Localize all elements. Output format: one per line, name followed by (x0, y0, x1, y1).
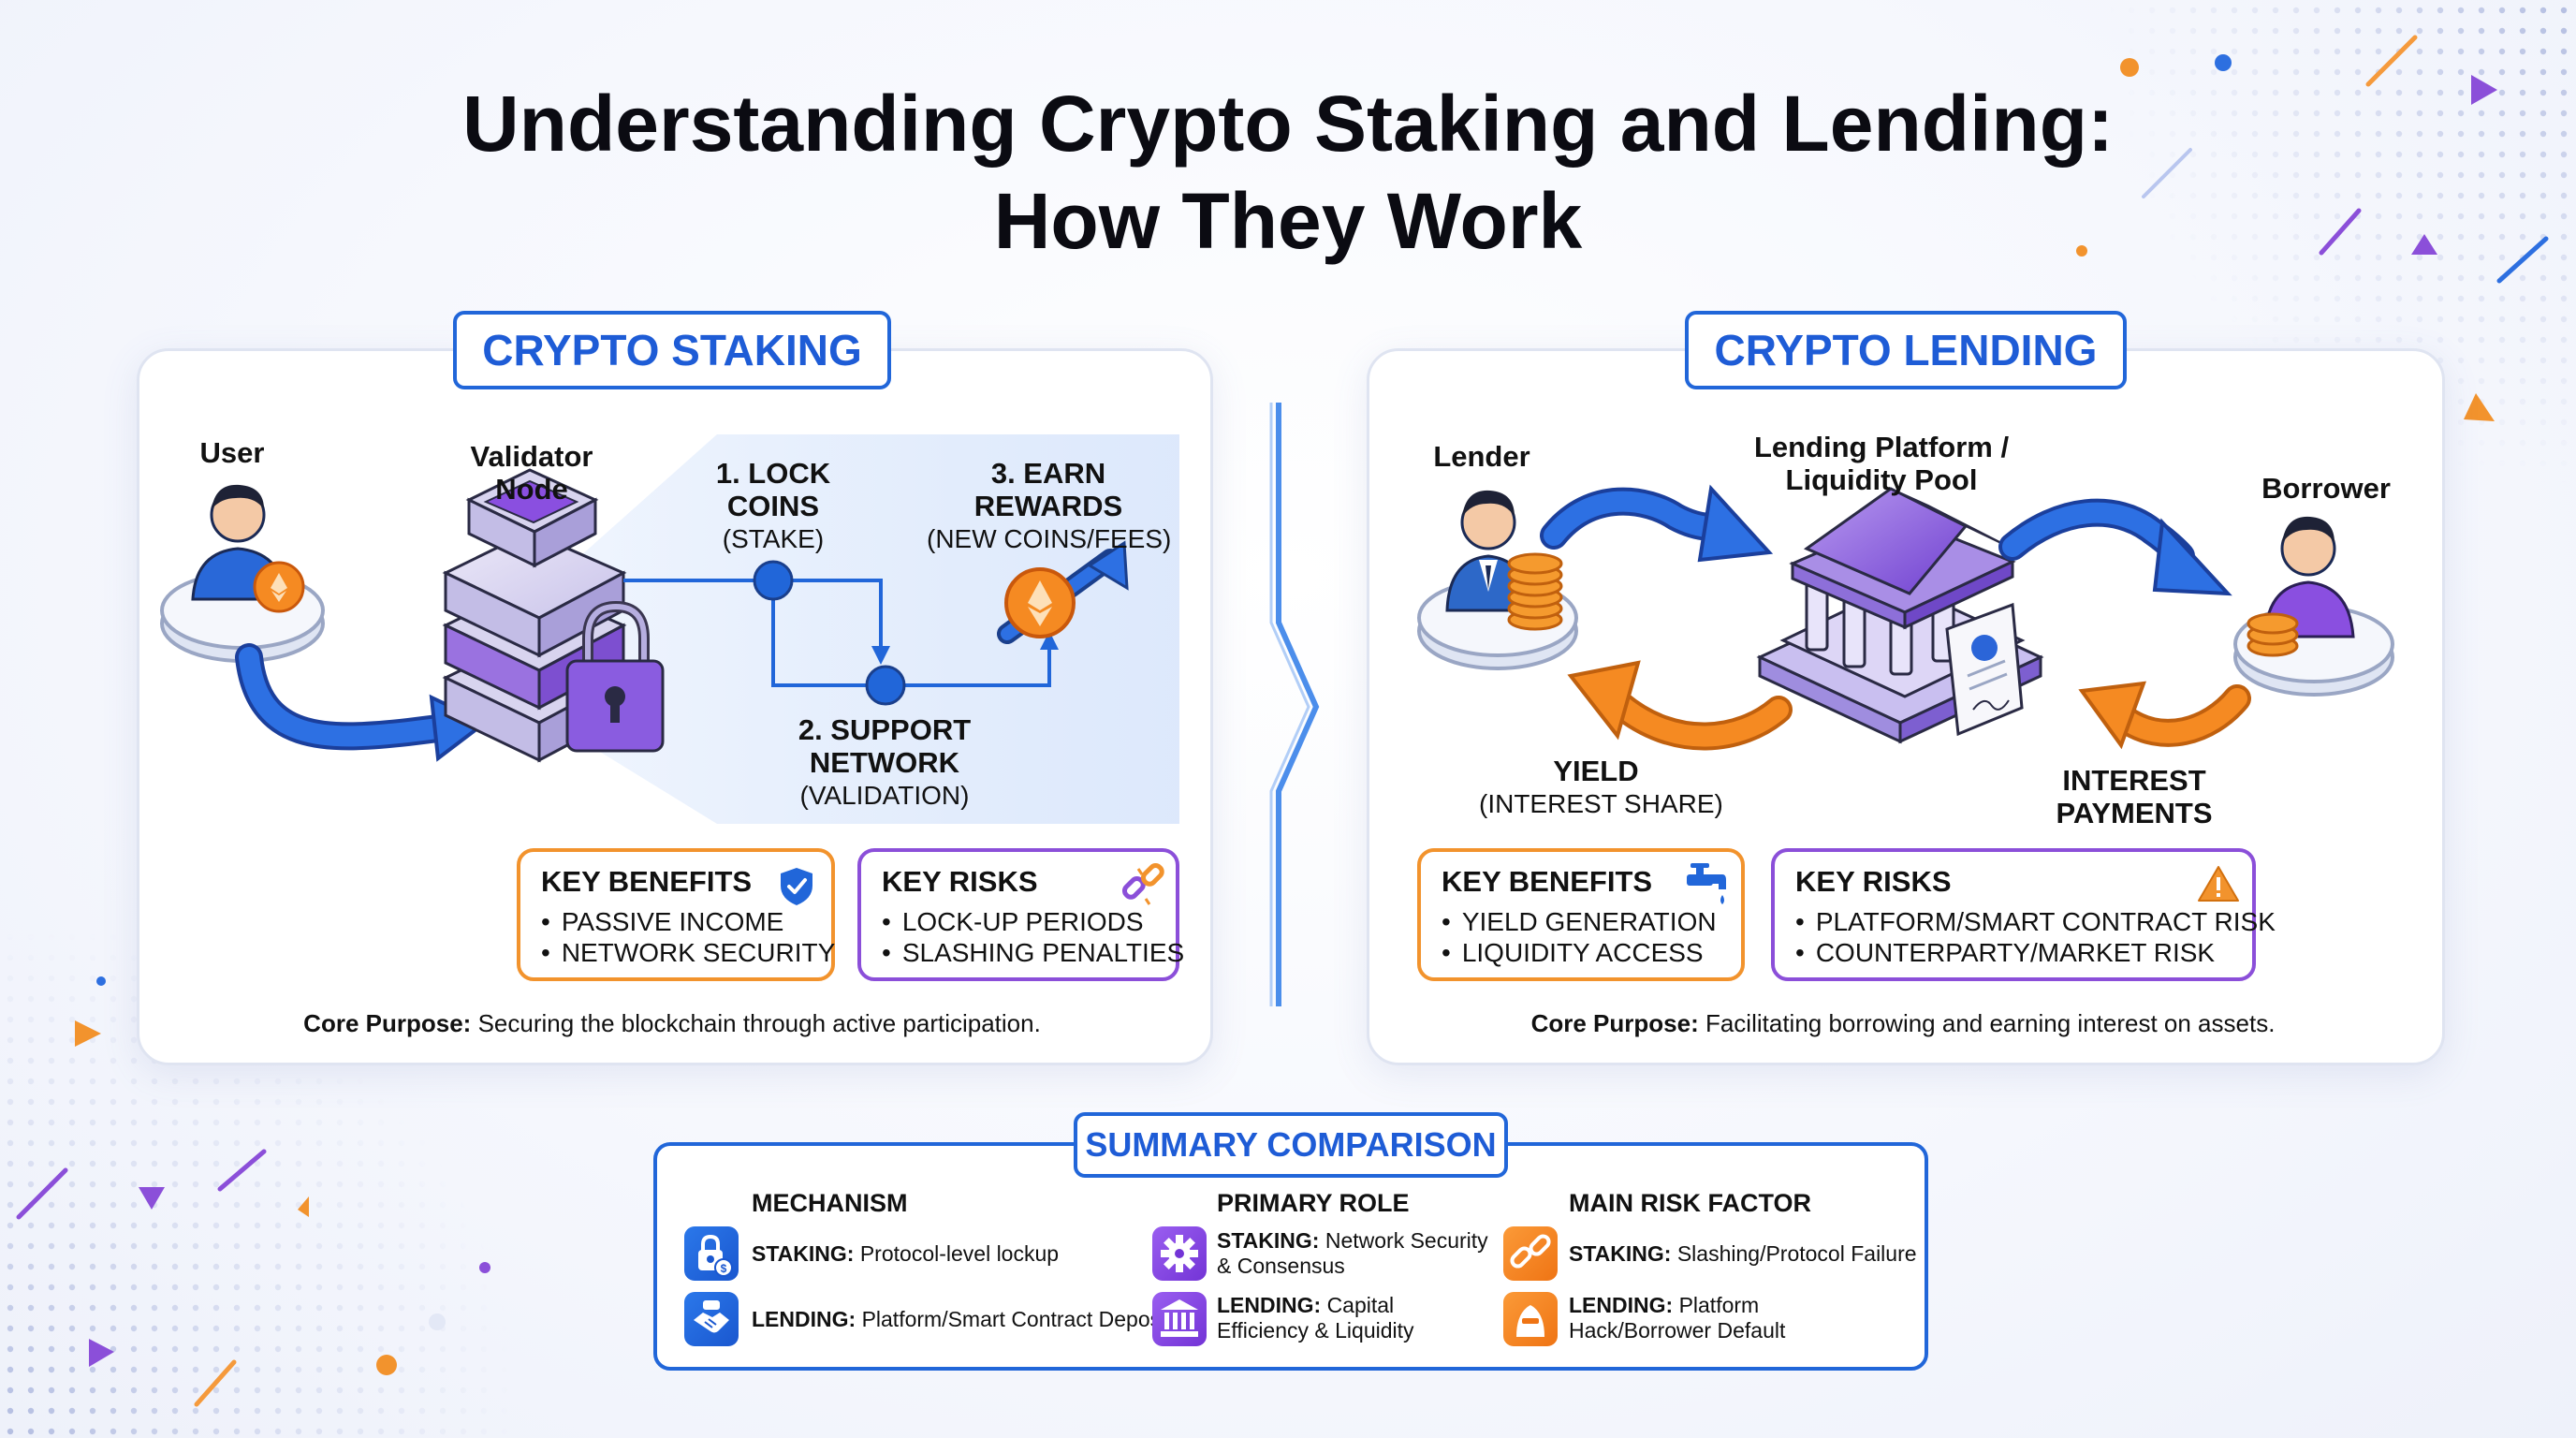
lending-risk-item: PLATFORM/SMART CONTRACT RISK (1795, 906, 2276, 937)
yield-arrow (1567, 660, 1793, 751)
lending-diagram (1417, 484, 2394, 751)
summary-heading-main-risk: MAIN RISK FACTOR (1569, 1189, 1812, 1217)
lending-core-purpose: Core Purpose: Facilitating borrowing and… (1530, 1009, 2276, 1037)
step-earn-rewards-label: 3. EARN REWARDS (NEW COINS/FEES) (927, 457, 1172, 553)
lending-benefits-box: KEY BENEFITS YIELD GENERATION LIQUIDITY … (1417, 848, 1745, 981)
lending-risks-box: KEY RISKS PLATFORM/SMART CONTRACT RISK C… (1771, 848, 2276, 981)
bank-icon (1152, 1292, 1207, 1346)
warning-triangle-icon (2198, 866, 2239, 902)
staking-risks-title: KEY RISKS (882, 865, 1038, 898)
page-title: Understanding Crypto Staking and Lending… (0, 75, 2576, 270)
staking-benefit-item: PASSIVE INCOME (541, 906, 835, 937)
padlock-coin-icon: $ (684, 1226, 739, 1281)
workflow-background (530, 434, 1179, 824)
validator-node-label: Validator Node (470, 440, 593, 506)
pool-to-borrower-arrow (1998, 498, 2232, 596)
lending-tag: CRYPTO LENDING (1685, 311, 2127, 389)
shield-check-icon (781, 868, 812, 905)
summary-heading-primary-role: PRIMARY ROLE (1217, 1189, 1410, 1217)
user-figure (160, 484, 325, 663)
lending-benefits-title: KEY BENEFITS (1442, 865, 1653, 898)
summary-risk-staking: STAKING: Slashing/Protocol Failure (1569, 1241, 1917, 1266)
lender-figure (1417, 490, 1578, 670)
staking-tag: CRYPTO STAKING (453, 311, 891, 389)
step-node-lock (753, 560, 794, 601)
borrower-figure (2233, 516, 2394, 697)
lending-risks-title: KEY RISKS (1795, 865, 1952, 898)
yield-label: YIELD (INTEREST SHARE) (1479, 755, 1723, 818)
summary-heading-mechanism: MECHANISM (752, 1189, 908, 1217)
lender-to-pool-arrow (1540, 484, 1774, 563)
broken-chain-icon (1503, 1226, 1558, 1281)
staking-benefits-title: KEY BENEFITS (541, 865, 753, 898)
lending-platform-label: Lending Platform / Liquidity Pool (1753, 431, 2010, 496)
interest-payments-arrow (2078, 681, 2251, 750)
contract-document-icon (1945, 602, 2024, 737)
reward-coin-icon (997, 540, 1129, 644)
lending-benefit-item: YIELD GENERATION (1442, 906, 1717, 937)
summary-mechanism-lending: LENDING: Platform/Smart Contract Deposit (752, 1307, 1172, 1331)
staking-diagram (160, 434, 1179, 824)
gear-icon (1152, 1226, 1207, 1281)
step-lock-coins-label: 1. LOCK COINS (STAKE) (715, 457, 831, 553)
staking-risks-box: KEY RISKS LOCK-UP PERIODS SLASHING PENAL… (857, 848, 1184, 981)
borrower-label: Borrower (2261, 472, 2391, 505)
summary-role-staking: STAKING: Network Security & Consensus (1217, 1228, 1488, 1278)
handshake-icon (684, 1292, 739, 1346)
step-node-support (865, 665, 906, 706)
faucet-icon (1687, 863, 1726, 904)
page-title-line-2: How They Work (993, 177, 1583, 265)
workflow-connectors (623, 579, 1051, 687)
broken-chain-icon (1121, 862, 1164, 905)
lending-benefit-item: LIQUIDITY ACCESS (1442, 937, 1717, 968)
lender-label: Lender (1433, 440, 1530, 473)
summary-tag: SUMMARY COMPARISON (1074, 1112, 1508, 1178)
svg-text:$: $ (721, 1262, 727, 1275)
summary-panel (653, 1142, 1928, 1371)
staking-risk-item: SLASHING PENALTIES (882, 937, 1184, 968)
step-support-network-label: 2. SUPPORT NETWORK (VALIDATION) (798, 713, 972, 810)
interest-payments-label: INTEREST PAYMENTS (2056, 764, 2213, 829)
lending-risk-item: COUNTERPARTY/MARKET RISK (1795, 937, 2276, 968)
staking-benefits-box: KEY BENEFITS PASSIVE INCOME NETWORK SECU… (517, 848, 835, 981)
user-label: User (199, 436, 265, 469)
staking-benefit-item: NETWORK SECURITY (541, 937, 835, 968)
staking-risk-item: LOCK-UP PERIODS (882, 906, 1184, 937)
page-title-line-1: Understanding Crypto Staking and Lending… (462, 80, 2114, 168)
padlock-icon (565, 600, 665, 753)
summary-role-lending: LENDING: Capital Efficiency & Liquidity (1217, 1293, 1414, 1343)
staking-core-purpose: Core Purpose: Securing the blockchain th… (303, 1009, 1041, 1037)
summary-mechanism-staking: STAKING: Protocol-level lockup (752, 1241, 1060, 1266)
summary-risk-lending: LENDING: Platform Hack/Borrower Default (1569, 1293, 1786, 1343)
hacker-icon (1503, 1292, 1558, 1346)
